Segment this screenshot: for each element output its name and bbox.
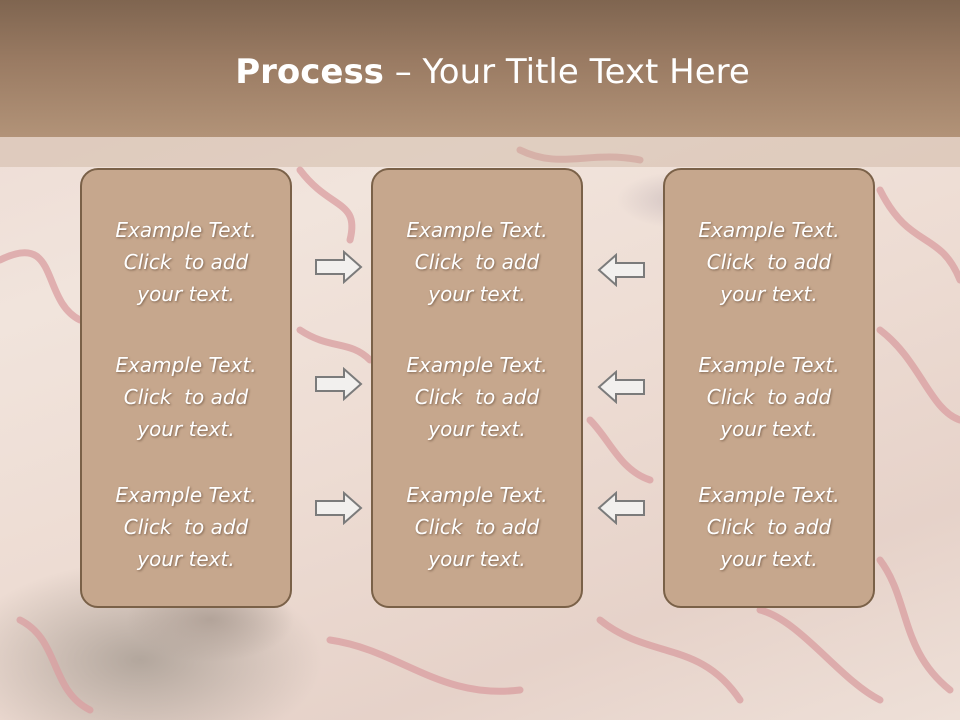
text-line: your text.	[428, 417, 526, 441]
text-line: Click to add	[123, 250, 249, 274]
text-line: Click to add	[414, 515, 540, 539]
slide-title-rest: – Your Title Text Here	[383, 52, 750, 92]
text-line: your text.	[428, 282, 526, 306]
text-line: Click to add	[706, 515, 832, 539]
text-line: Example Text.	[115, 218, 257, 242]
text-line: Example Text.	[115, 353, 257, 377]
text-placeholder[interactable]: Example Text. Click to add your text.	[373, 479, 581, 575]
text-placeholder[interactable]: Example Text. Click to add your text.	[82, 349, 290, 445]
text-placeholder[interactable]: Example Text. Click to add your text.	[665, 214, 873, 310]
text-line: Example Text.	[406, 353, 548, 377]
text-line: your text.	[137, 547, 235, 571]
title-bar-band	[0, 137, 960, 167]
text-line: Example Text.	[698, 353, 840, 377]
text-line: Click to add	[123, 515, 249, 539]
text-placeholder[interactable]: Example Text. Click to add your text.	[82, 479, 290, 575]
text-line: Click to add	[414, 250, 540, 274]
text-line: your text.	[720, 282, 818, 306]
text-line: Example Text.	[698, 218, 840, 242]
slide-title[interactable]: Process – Your Title Text Here	[0, 52, 960, 92]
text-line: your text.	[720, 417, 818, 441]
title-bar	[0, 0, 960, 137]
slide-title-bold: Process	[235, 52, 384, 92]
text-line: Example Text.	[115, 483, 257, 507]
text-placeholder[interactable]: Example Text. Click to add your text.	[373, 214, 581, 310]
text-line: Example Text.	[406, 483, 548, 507]
process-box-left[interactable]: Example Text. Click to add your text. Ex…	[80, 168, 292, 608]
process-box-center[interactable]: Example Text. Click to add your text. Ex…	[371, 168, 583, 608]
text-line: Example Text.	[406, 218, 548, 242]
right-arrow-icon	[315, 491, 363, 525]
text-placeholder[interactable]: Example Text. Click to add your text.	[373, 349, 581, 445]
text-line: Click to add	[414, 385, 540, 409]
text-line: Click to add	[123, 385, 249, 409]
text-line: your text.	[720, 547, 818, 571]
text-placeholder[interactable]: Example Text. Click to add your text.	[82, 214, 290, 310]
text-placeholder[interactable]: Example Text. Click to add your text.	[665, 349, 873, 445]
right-arrow-icon	[315, 250, 363, 284]
text-line: Click to add	[706, 385, 832, 409]
text-line: your text.	[137, 282, 235, 306]
left-arrow-icon	[597, 370, 645, 404]
text-line: your text.	[428, 547, 526, 571]
right-arrow-icon	[315, 367, 363, 401]
left-arrow-icon	[597, 253, 645, 287]
text-placeholder[interactable]: Example Text. Click to add your text.	[665, 479, 873, 575]
process-box-right[interactable]: Example Text. Click to add your text. Ex…	[663, 168, 875, 608]
left-arrow-icon	[597, 491, 645, 525]
text-line: your text.	[137, 417, 235, 441]
text-line: Click to add	[706, 250, 832, 274]
text-line: Example Text.	[698, 483, 840, 507]
